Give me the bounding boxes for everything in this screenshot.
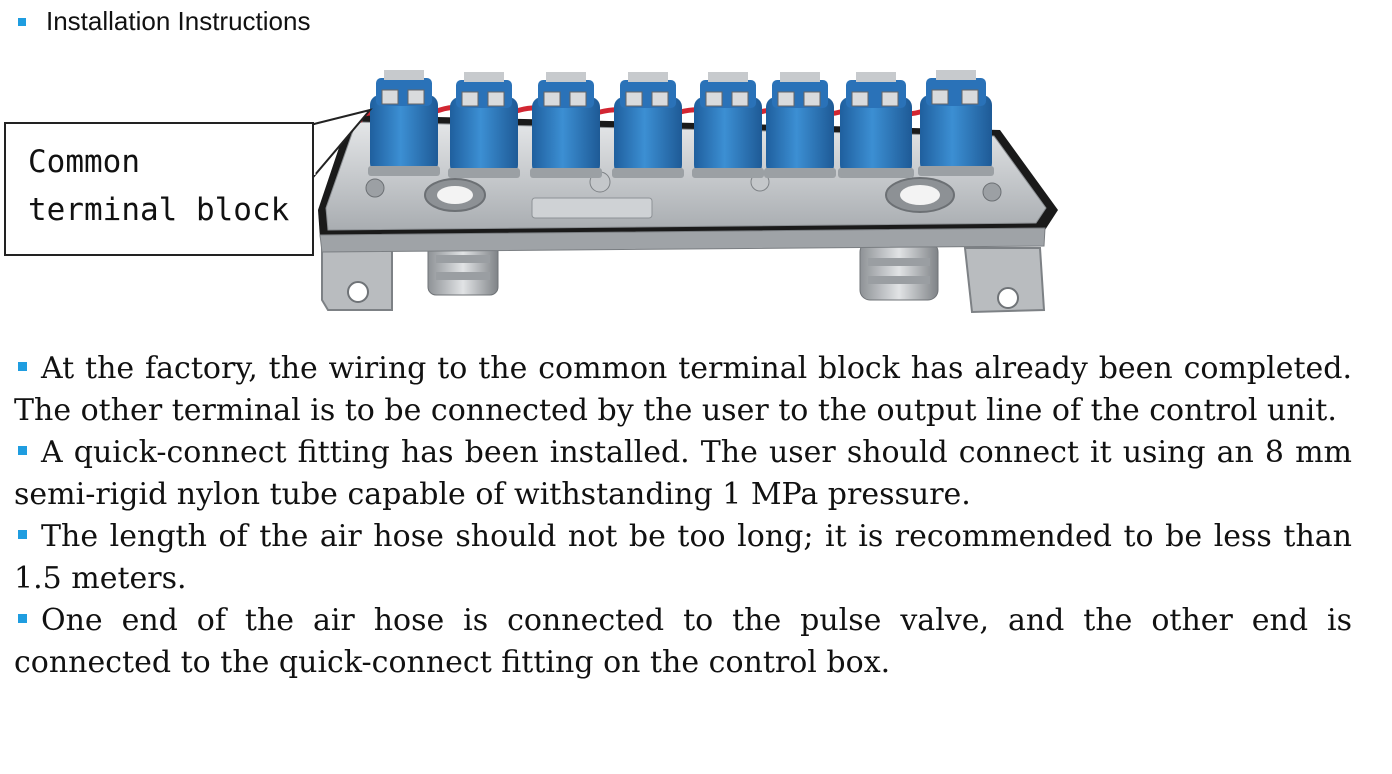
instruction-paragraph: One end of the air hose is connected to … xyxy=(14,603,1352,680)
square-bullet-icon xyxy=(18,445,27,455)
mounting-bracket-left xyxy=(321,244,393,311)
callout-box: Common terminal block xyxy=(4,122,314,256)
instructions-body: At the factory, the wiring to the common… xyxy=(14,348,1352,684)
mounting-bracket-right xyxy=(963,247,1046,314)
section-heading: Installation Instructions xyxy=(18,6,310,37)
instruction-paragraph: At the factory, the wiring to the common… xyxy=(14,351,1352,428)
callout-line-1: Common xyxy=(28,144,140,180)
callout-line-2: terminal block xyxy=(28,192,290,228)
solenoid-coil-row xyxy=(358,70,994,178)
cable-gland-right xyxy=(859,241,939,301)
instruction-paragraph: The length of the air hose should not be… xyxy=(14,519,1352,596)
heading-text: Installation Instructions xyxy=(46,6,311,36)
square-bullet-icon xyxy=(18,361,27,371)
terminal-block-photo xyxy=(318,70,1058,314)
square-bullet-icon xyxy=(18,529,27,539)
instruction-paragraph: A quick-connect fitting has been install… xyxy=(14,435,1352,512)
square-bullet-icon xyxy=(18,17,26,26)
square-bullet-icon xyxy=(18,613,27,623)
